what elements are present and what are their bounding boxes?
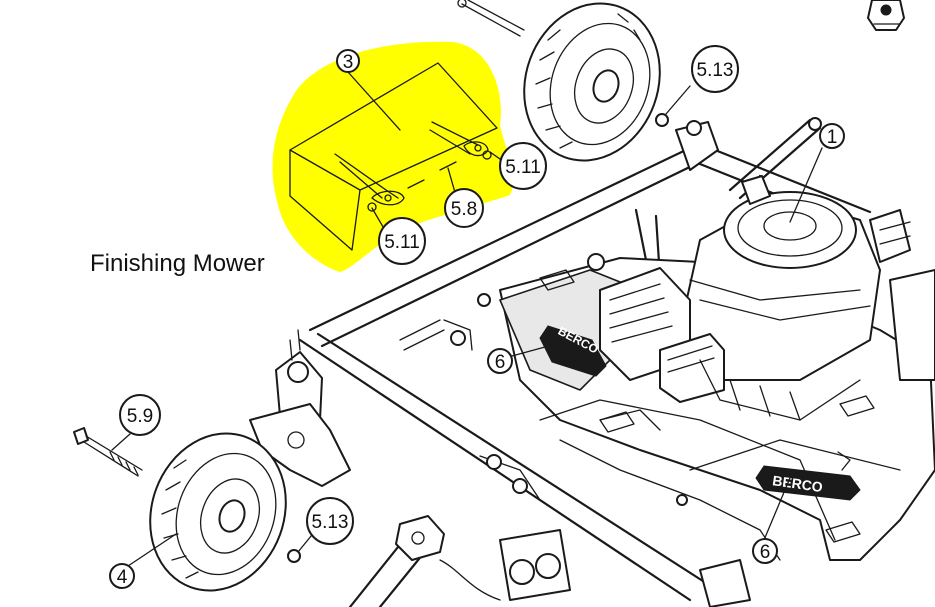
callout-5-13-bottom: 5.13: [306, 497, 354, 545]
callout-3-label: 3: [343, 52, 354, 73]
engine-assembly: [599, 117, 935, 421]
nut-5-13-top: [655, 113, 669, 127]
callout-1-label: 1: [827, 127, 838, 148]
front-wheel-bottom: [149, 432, 287, 592]
callout-5-13-top: 5.13: [691, 45, 739, 93]
callout-5-13-bottom-label: 5.13: [312, 512, 349, 533]
callout-5-8-label: 5.8: [451, 199, 477, 220]
diagram-caption: Finishing Mower: [90, 250, 265, 277]
bolt-5-9-part: [73, 427, 143, 477]
top-right-fitting: [867, 0, 905, 31]
tow-bar-part: [348, 454, 751, 607]
callout-6-right-label: 6: [760, 542, 771, 563]
callout-5-11-left-label: 5.11: [384, 232, 420, 253]
callout-5-11-left: 5.11: [378, 217, 426, 265]
rear-wheel-top: [523, 2, 661, 162]
callout-5-13-top-label: 5.13: [697, 60, 734, 81]
callout-6-left: 6: [487, 348, 513, 374]
callout-5-9: 5.9: [119, 394, 161, 436]
leader-lines: [111, 71, 823, 567]
callout-1: 1: [819, 123, 845, 149]
callout-5-8: 5.8: [444, 188, 484, 228]
callout-4-label: 4: [117, 567, 128, 588]
brand-decal-right: BERCO: [755, 465, 861, 501]
callout-5-9-label: 5.9: [127, 406, 153, 427]
highlighted-cover-part: [272, 41, 514, 272]
nut-5-13-bottom: [287, 549, 301, 563]
callout-6-left-label: 6: [495, 352, 506, 373]
callout-3: 3: [336, 49, 360, 73]
callout-6-right: 6: [752, 538, 778, 564]
callout-5-11-right-label: 5.11: [505, 157, 541, 178]
callout-4: 4: [109, 563, 135, 589]
mower-frame: [249, 120, 872, 602]
callout-5-11-right: 5.11: [499, 142, 547, 190]
top-bolt-part: [457, 0, 525, 37]
misc-details: [399, 253, 851, 506]
